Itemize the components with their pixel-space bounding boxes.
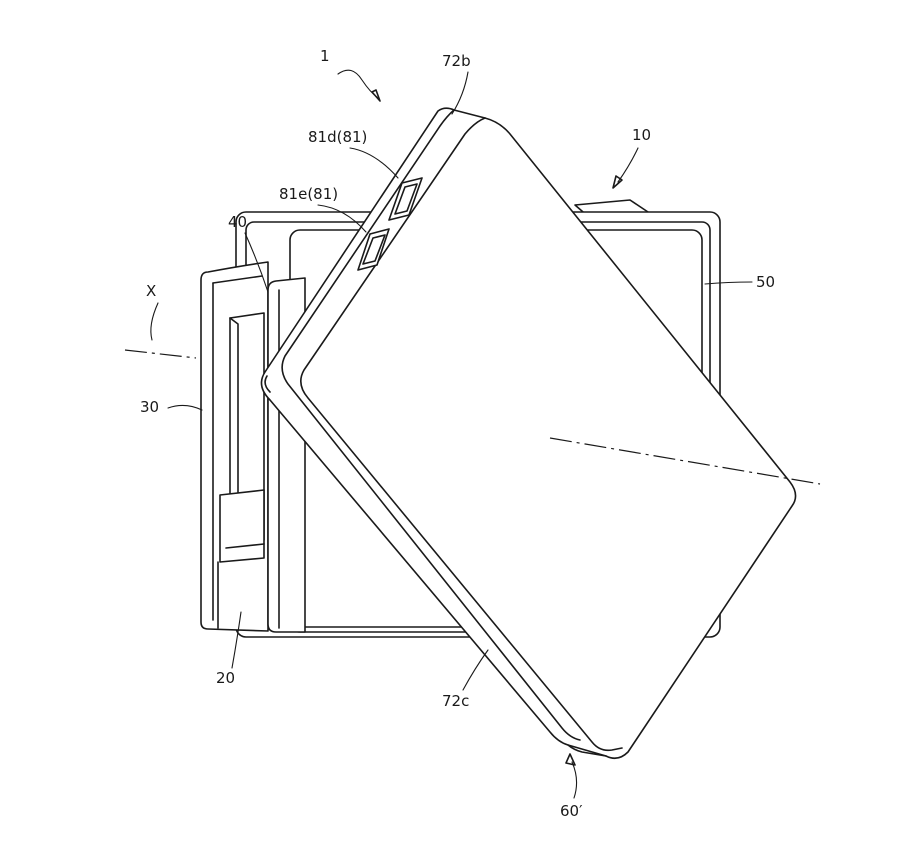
rotated-unit [260, 107, 797, 760]
label-72b: 72b [442, 52, 471, 70]
unit-centerline [549, 437, 821, 485]
label-81e: 81e(81) [279, 185, 338, 203]
label-40: 40 [228, 213, 247, 231]
side-frame [200, 261, 269, 632]
port-81d [388, 177, 423, 221]
label-60-prime: 60′ [560, 802, 583, 820]
label-20: 20 [216, 669, 235, 687]
label-x: X [146, 282, 156, 300]
label-72c: 72c [442, 692, 469, 710]
label-10: 10 [632, 126, 651, 144]
label-50: 50 [756, 273, 775, 291]
leader-lines [150, 69, 753, 799]
axis-line [124, 349, 197, 359]
reference-labels: 1 72b 81d(81) 81e(81) 10 40 50 X 30 20 7… [140, 47, 775, 820]
label-81d: 81d(81) [308, 128, 367, 146]
label-1: 1 [320, 47, 330, 65]
port-81e [357, 228, 390, 271]
label-30: 30 [140, 398, 159, 416]
